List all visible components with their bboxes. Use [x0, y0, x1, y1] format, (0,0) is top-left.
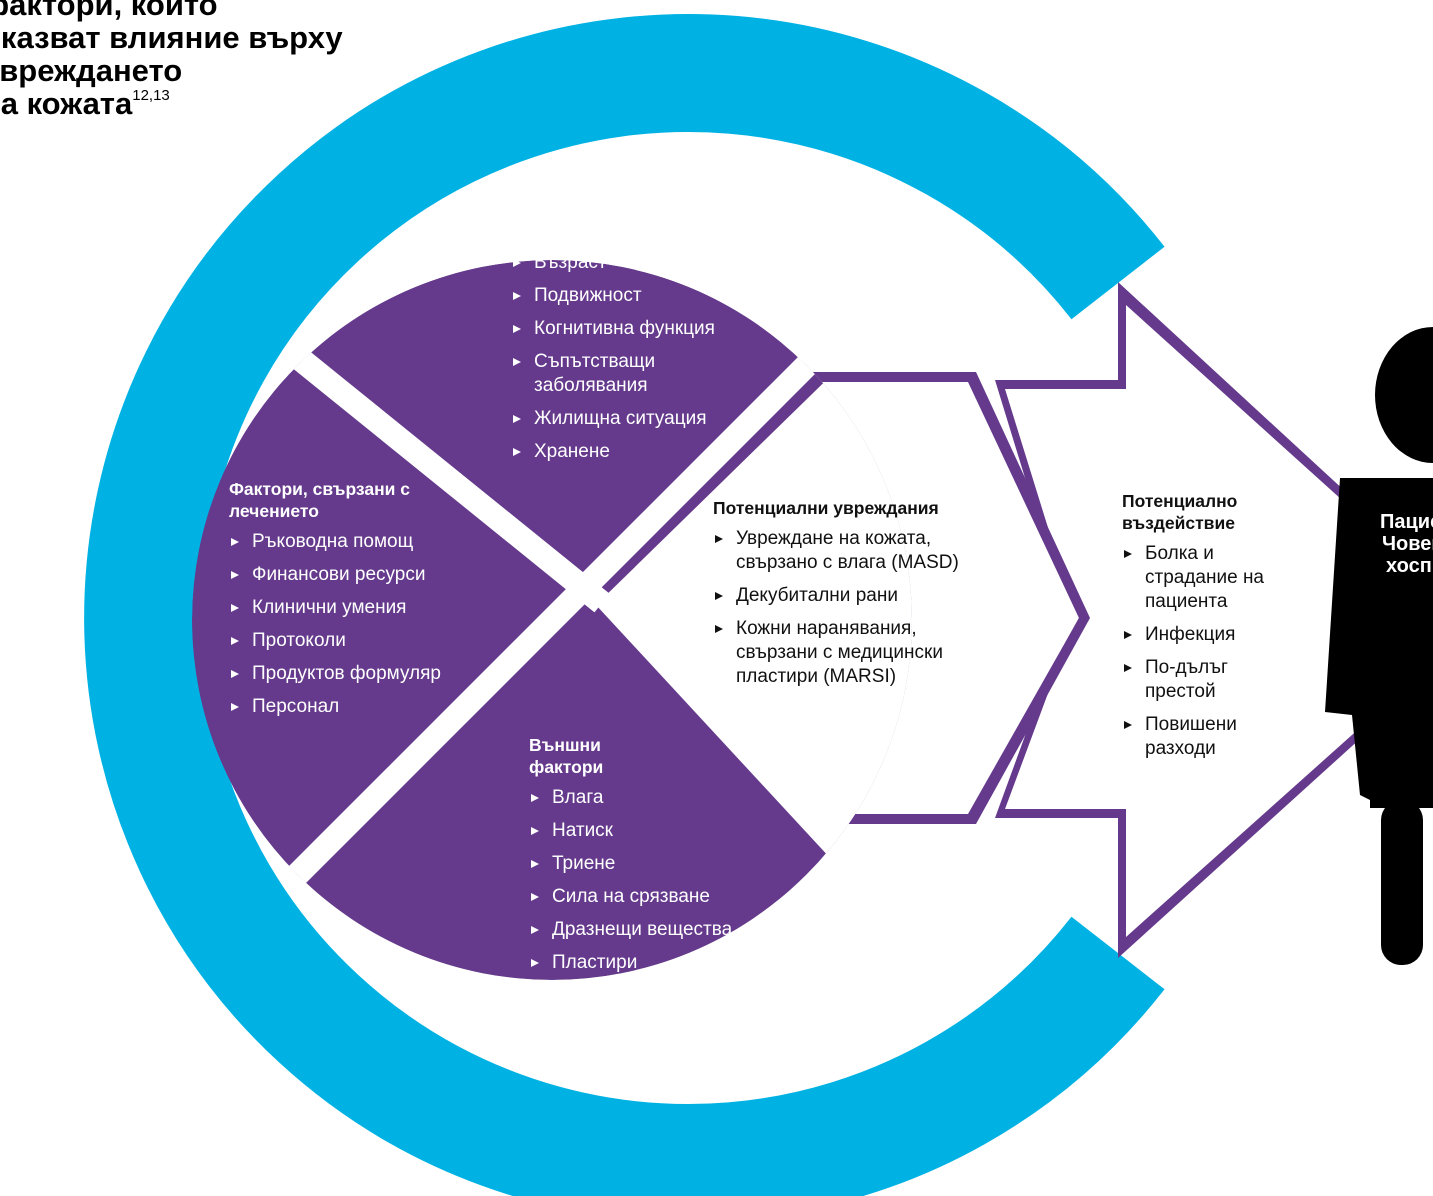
internal-factor-item: Възраст [511, 251, 781, 275]
page-title: фактори, които оказват влияние върху увр… [0, 0, 343, 121]
treatment-factor-item: Клинични умения [229, 596, 499, 620]
external-factor-item: Дразнещи вещества [529, 918, 789, 942]
internal-factor-item: Жилищна ситуация [511, 407, 781, 431]
internal-factors-heading: Вътрешни фактори [511, 222, 681, 242]
patient-figure-icon [1325, 327, 1433, 965]
impact-item: Повишени разходи [1122, 713, 1255, 761]
treatment-factor-item: Ръководна помощ [229, 530, 499, 554]
patient-label: Пациент Човешки хоспит [1380, 511, 1433, 577]
external-factors-block: Външни фактори Влага Натиск Триене Сила … [529, 734, 789, 984]
external-factors-heading: Външни фактори [529, 735, 604, 777]
treatment-factor-item: Персонал [229, 695, 499, 719]
treatment-factors-heading: Фактори, свързани с лечението [229, 479, 411, 521]
internal-factor-item: Подвижност [511, 284, 781, 308]
internal-factor-item: Когнитивна функция [511, 317, 781, 341]
external-factor-item: Сила на срязване [529, 885, 789, 909]
internal-factor-item: Съпътстващи заболявания [511, 350, 694, 398]
external-factor-item: Пластири [529, 951, 789, 975]
internal-factor-item: Хранене [511, 440, 781, 464]
external-factor-item: Натиск [529, 819, 789, 843]
treatment-factor-item: Протоколи [229, 629, 499, 653]
internal-factors-block: Вътрешни фактори Възраст Подвижност Когн… [511, 221, 781, 473]
treatment-factor-item: Продуктов формуляр [229, 662, 499, 686]
impact-arrow [995, 282, 1372, 958]
title-reference: 12,13 [132, 87, 170, 104]
potential-damage-block: Потенциални увреждания Увреждане на кожа… [713, 497, 1013, 698]
impact-item: Болка и страдание на пациента [1122, 542, 1265, 614]
damage-item: Кожни наранявания, свързани с медицински… [713, 617, 986, 689]
damage-item: Увреждане на кожата, свързано с влага (M… [713, 527, 1006, 575]
external-factor-item: Триене [529, 852, 789, 876]
potential-impact-block: Потенциално въздействие Болка и страдани… [1122, 490, 1282, 770]
potential-impact-heading: Потенциално въздействие [1122, 491, 1238, 533]
potential-damage-heading: Потенциални увреждания [713, 498, 939, 518]
impact-item: По-дълъг престой [1122, 656, 1245, 704]
treatment-factor-item: Финансови ресурси [229, 563, 499, 587]
damage-item: Декубитални рани [713, 584, 1013, 608]
treatment-factors-block: Фактори, свързани с лечението Ръководна … [229, 478, 499, 728]
impact-item: Инфекция [1122, 623, 1282, 647]
outer-ring [84, 14, 1165, 1196]
damage-arrow-outline [884, 372, 1090, 824]
external-factor-item: Влага [529, 786, 789, 810]
